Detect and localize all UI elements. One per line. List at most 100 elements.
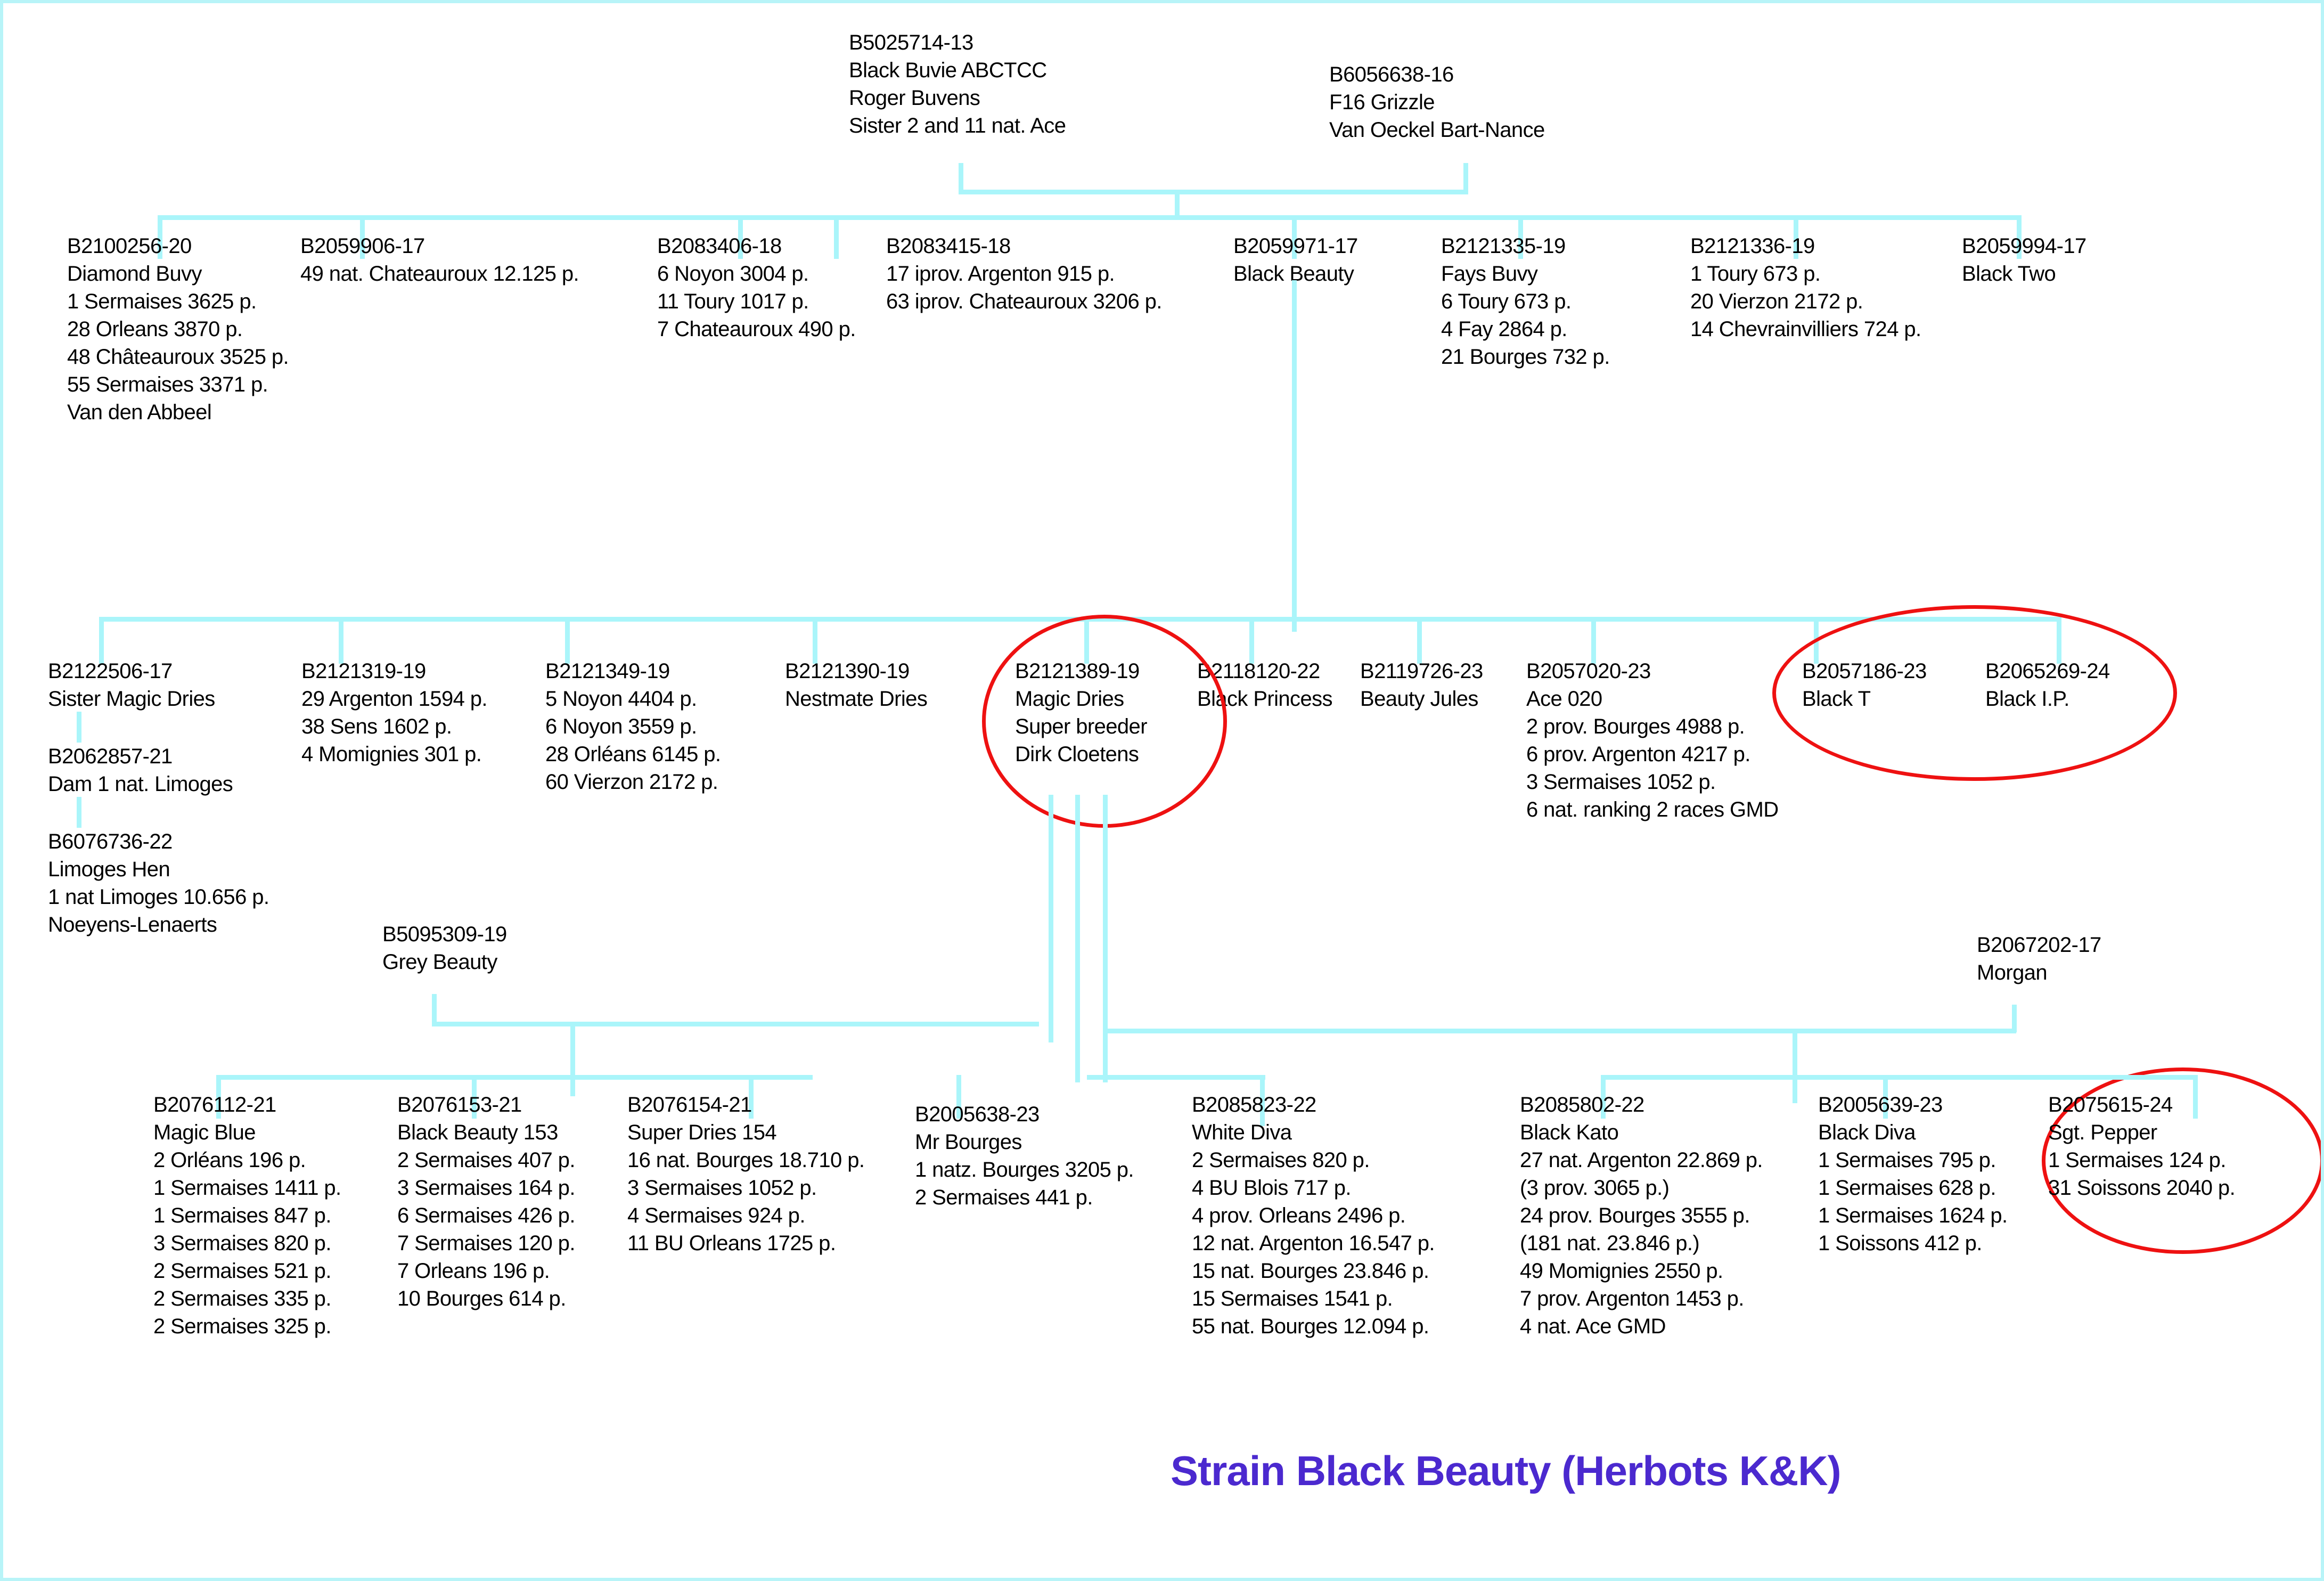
connector-v-gen2-7 [1794,215,1798,259]
node-name: Diamond Buvy [67,262,202,286]
node-ring-number: B2062857-21 [48,745,173,768]
node-name: Grey Beauty [382,950,497,974]
connector-v-gen3-2 [339,617,343,664]
connector-h-gen4-right-bus [1601,1075,2197,1080]
node-name: F16 Grizzle [1329,91,1435,114]
connector-v-gen3-3 [565,617,570,664]
node-result-line: 20 Vierzon 2172 p. [1690,290,1863,313]
connector-v-gen4-5 [1601,1075,1606,1119]
node-ring-number: B2121390-19 [785,659,910,683]
node-name: Black Beauty 153 [397,1121,558,1144]
node-name: Fays Buvy [1441,262,1538,286]
connector-v-gen2-2 [360,215,365,259]
node-ring-number: B2083406-18 [657,234,782,258]
node-result-line: 1 Sermaises 3625 p. [67,290,257,313]
node-ring-number: B2122506-17 [48,659,173,683]
node-name: Black Two [1962,262,2056,286]
node-ring-number: B2085823-22 [1192,1093,1316,1117]
node-result-line: 28 Orleans 3870 p. [67,317,243,341]
connector-v-gen4-2 [472,1075,477,1119]
connector-v-gen1-b [1463,163,1468,193]
node-result-line: Dirk Cloetens [1015,743,1139,766]
node-name: Black T [1802,687,1871,711]
node-name: Dam 1 nat. Limoges [48,772,233,796]
node-result-line: 4 prov. Orleans 2496 p. [1192,1204,1406,1227]
node-name: Morgan [1977,961,2048,984]
node-result-line: 48 Châteauroux 3525 p. [67,345,289,369]
connector-v-gen4-3 [749,1075,754,1119]
node-result-line: 6 Toury 673 p. [1441,290,1572,313]
node-ring-number: B2121336-19 [1690,234,1815,258]
connector-v-gen2-6 [1518,215,1523,259]
node-result-line: 2 Orléans 196 p. [153,1148,306,1172]
node-ring-number: B2059906-17 [300,234,425,258]
node-ring-number: B2119726-23 [1360,659,1483,683]
node-result-line: 1 Sermaises 628 p. [1818,1176,1996,1200]
node-ring-number: B2059994-17 [1962,234,2086,258]
node-result-line: (181 nat. 23.846 p.) [1520,1232,1700,1255]
connector-v-gen4-right-drop [1793,1029,1797,1103]
node-result-line: 1 Sermaises 1411 p. [153,1176,341,1200]
node-ring-number: B2083415-18 [886,234,1011,258]
node-name: Black Princess [1197,687,1333,711]
node-result-line: 1 Soissons 412 p. [1818,1232,1982,1255]
connector-v-gen4-1 [216,1075,221,1119]
connector-v-gen3-1 [99,617,104,664]
node-ring-number: B2118120-22 [1197,659,1320,683]
node-ring-number: B2076153-21 [397,1093,522,1117]
node-result-line: 2 Sermaises 407 p. [397,1148,575,1172]
node-ring-number: B2121335-19 [1441,234,1566,258]
node-ring-number: B2057186-23 [1802,659,1927,683]
node-name: Limoges Hen [48,858,170,881]
node-result-line: 2 prov. Bourges 4988 p. [1526,715,1745,738]
node-result-line: Van Oeckel Bart-Nance [1329,118,1545,142]
node-result-line: 1 nat Limoges 10.656 p. [48,885,269,909]
node-name: Black Buvie ABCTCC [849,59,1047,82]
node-result-line: 55 nat. Bourges 12.094 p. [1192,1315,1429,1338]
node-result-line: 7 prov. Argenton 1453 p. [1520,1287,1744,1310]
node-result-line: Sister 2 and 11 nat. Ace [849,114,1066,137]
node-result-line: 38 Sens 1602 p. [301,715,452,738]
node-ring-number: B6076736-22 [48,830,173,853]
node-result-line: 16 nat. Bourges 18.710 p. [627,1148,865,1172]
node-result-line: 11 BU Orleans 1725 p. [627,1232,836,1255]
node-ring-number: B2085802-22 [1520,1093,1644,1117]
node-name: Super Dries 154 [627,1121,777,1144]
connector-v-magicdries-c [1103,795,1108,1082]
node-name: Ace 020 [1526,687,1602,711]
connector-v-gen4-6 [1883,1075,1888,1119]
connector-v-gen2-8 [2017,215,2022,259]
node-ring-number: B2076112-21 [153,1093,276,1117]
node-result-line: 15 Sermaises 1541 p. [1192,1287,1393,1310]
node-result-line: 1 Sermaises 795 p. [1818,1148,1996,1172]
node-result-line: 4 BU Blois 717 p. [1192,1176,1351,1200]
connector-h-greybeauty [432,1022,1039,1026]
connector-v-gen3-7 [1417,617,1422,664]
node-ring-number: B2075615-24 [2048,1093,2173,1117]
node-result-line: 11 Toury 1017 p. [657,290,809,313]
node-name: Mr Bourges [915,1130,1022,1154]
connector-v-blackbeauty-spine [1292,280,1297,632]
connector-v-gen3-10 [2057,617,2061,664]
